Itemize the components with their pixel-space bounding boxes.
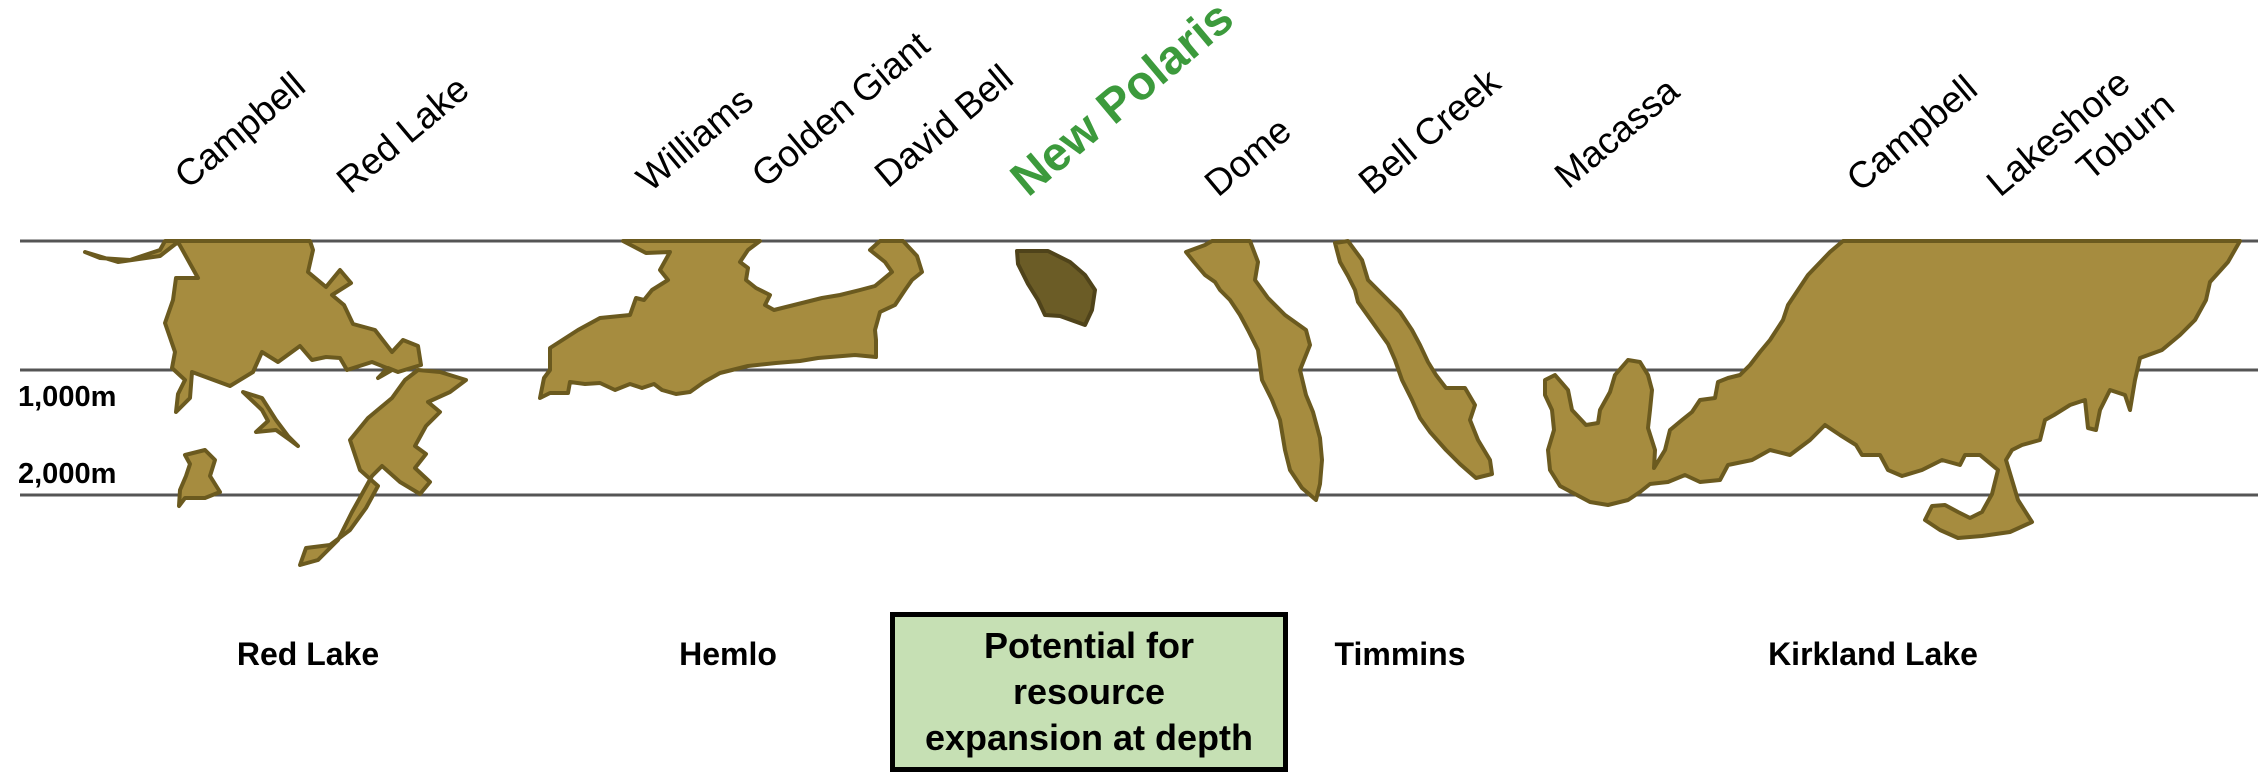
mine-label-dome: Dome bbox=[1197, 109, 1299, 204]
orebody-bell-creek bbox=[1333, 239, 1494, 480]
district-label-hemlo: Hemlo bbox=[679, 636, 777, 672]
mine-label-campbell-red-lake: Campbell bbox=[167, 64, 313, 196]
mine-label-macassa: Macassa bbox=[1547, 69, 1687, 196]
mine-label-bell-creek: Bell Creek bbox=[1351, 61, 1508, 202]
mine-label-williams: Williams bbox=[629, 79, 761, 199]
mine-label-red-lake: Red Lake bbox=[329, 68, 477, 201]
district-label-red-lake: Red Lake bbox=[237, 636, 379, 672]
orebody-kirkland-lake bbox=[1543, 239, 2242, 540]
orebody-red-lake-main bbox=[83, 239, 423, 414]
orebody-dome bbox=[1184, 239, 1324, 502]
mine-label-campbell-kirkland: Campbell bbox=[1839, 67, 1985, 199]
depth-label-2000m: 2,000m bbox=[18, 458, 116, 490]
district-label-kirkland-lake: Kirkland Lake bbox=[1768, 636, 1978, 672]
orebody-red-lake-lower bbox=[241, 390, 300, 448]
depth-label-1000m: 1,000m bbox=[18, 381, 116, 413]
orebody-hemlo bbox=[538, 239, 924, 400]
orebody-red-lake-small bbox=[177, 448, 222, 508]
district-label-timmins: Timmins bbox=[1335, 636, 1466, 672]
expansion-callout-box: Potential for resource expansion at dept… bbox=[890, 612, 1288, 772]
orebody-red-lake-deep bbox=[298, 368, 468, 567]
orebody-new-polaris[interactable] bbox=[1015, 249, 1097, 327]
expansion-callout-text: Potential for resource expansion at dept… bbox=[924, 625, 1254, 758]
